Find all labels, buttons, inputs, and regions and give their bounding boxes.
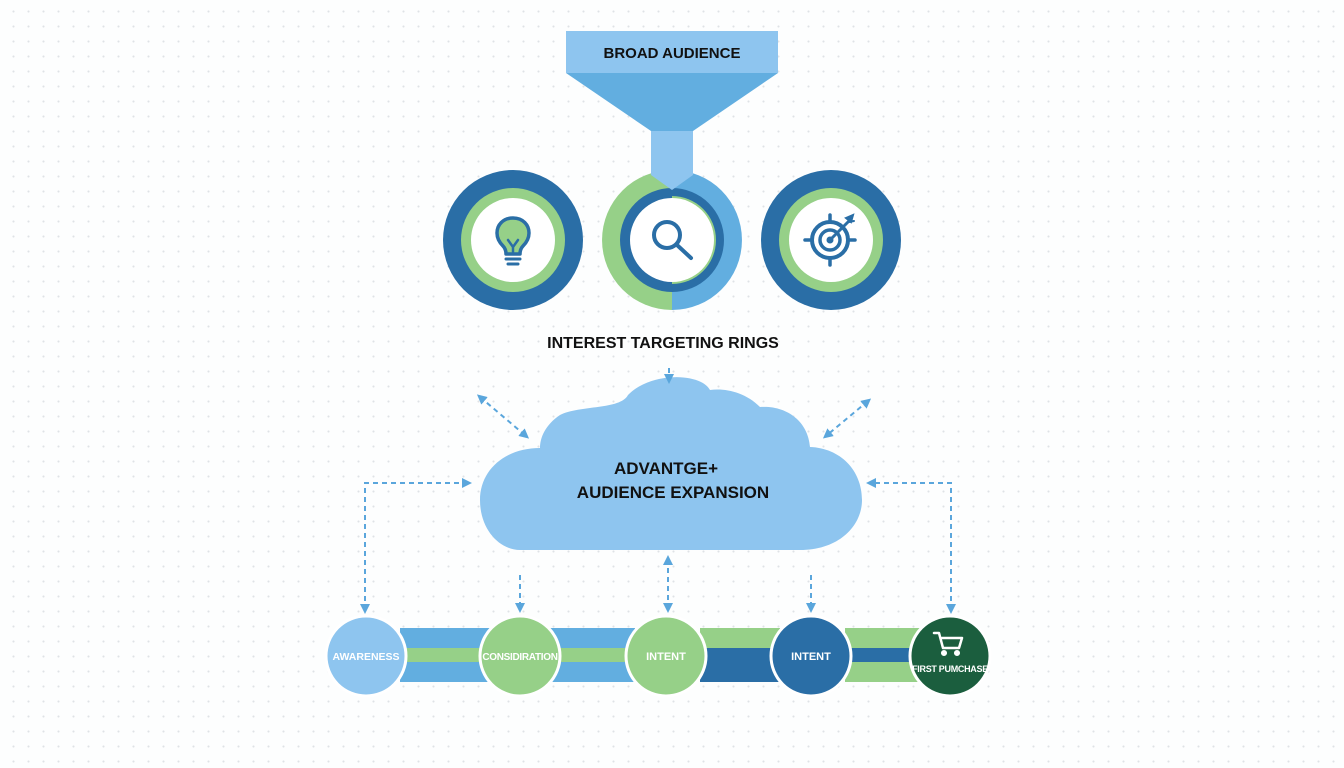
stage-label: CONSIDIRATION [482, 652, 557, 663]
funnel-spout-tip [651, 168, 693, 190]
funnel: BROAD AUDIENCE [566, 31, 778, 190]
ring-magnifier [602, 170, 742, 310]
lightbulb-icon [495, 216, 531, 266]
funnel-header [566, 31, 778, 73]
stage-intent-2: INTENT [769, 614, 853, 698]
arrow-right-diagonal [822, 398, 872, 439]
arrow-purchase-cloud [866, 478, 956, 614]
stage-label: INTENT [646, 651, 686, 663]
ring-target [761, 170, 901, 310]
magnifier-icon [652, 220, 693, 260]
stage-label: AWARENESS [332, 651, 399, 663]
cloud-title-line1: ADVANTGE+ [614, 459, 718, 478]
funnel-cone [566, 73, 778, 131]
rings-caption: INTEREST TARGETING RINGS [547, 335, 779, 352]
stage-awareness: AWARENESS [324, 614, 408, 698]
ring-lightbulb [443, 170, 583, 310]
cloud: ADVANTGE+ AUDIENCE EXPANSION [480, 377, 862, 550]
stage-consideration: CONSIDIRATION [478, 614, 562, 698]
stage-first-purchase: FIRST PUMCHASE [908, 614, 992, 698]
connector-arrows [360, 368, 956, 614]
funnel-title: BROAD AUDIENCE [604, 45, 741, 62]
stage-intent: INTENT [624, 614, 708, 698]
arrow-awareness-cloud [360, 478, 472, 614]
shopping-cart-icon [932, 631, 964, 657]
arrow-left-diagonal [476, 394, 530, 439]
cloud-title-line2: AUDIENCE EXPANSION [577, 483, 769, 502]
stage-label: INTENT [791, 651, 831, 663]
journey-bands [400, 628, 925, 682]
target-icon [803, 213, 857, 267]
stage-label: FIRST PUMCHASE [912, 664, 988, 674]
